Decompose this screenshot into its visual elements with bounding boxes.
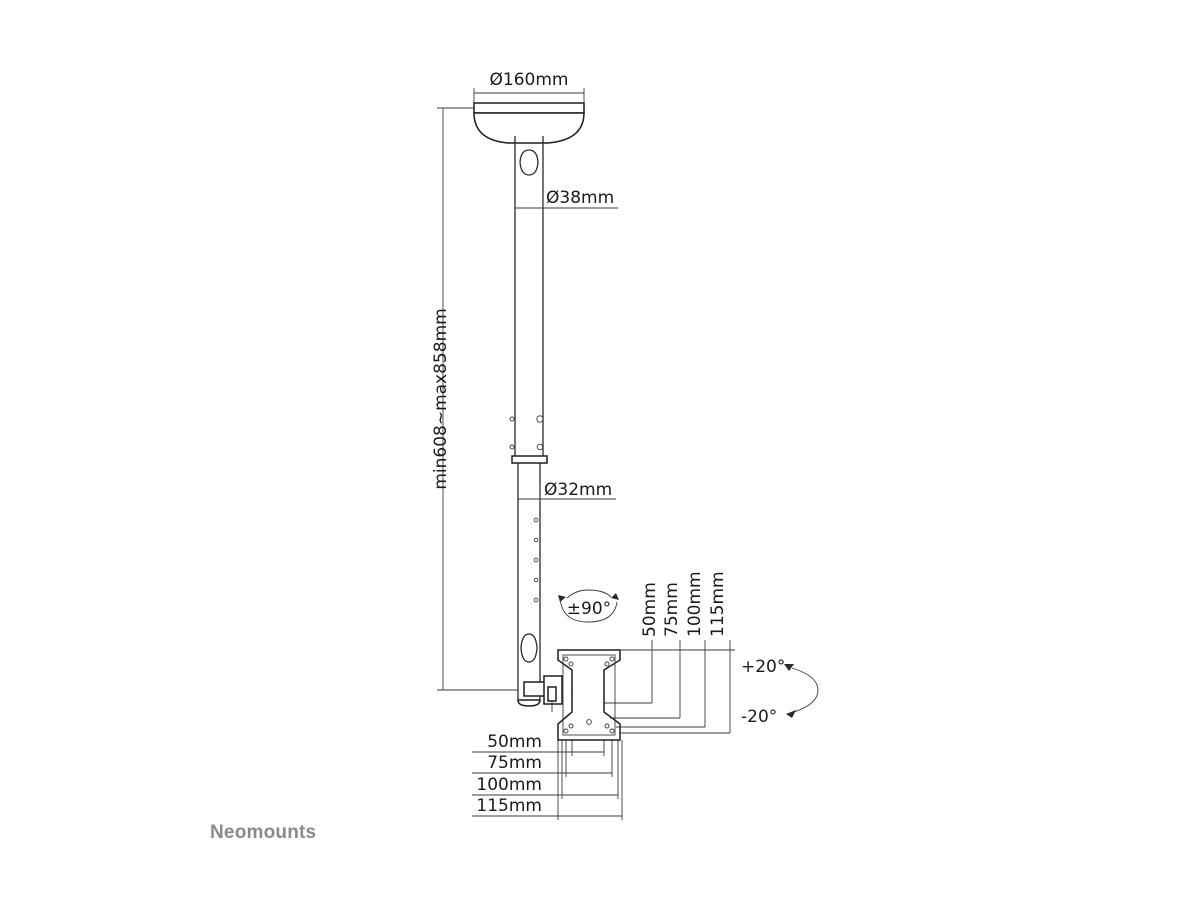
tilt-indicator: +20° -20° bbox=[741, 657, 819, 727]
vesa-horizontal-dimensions: 50mm 75mm 100mm 115mm bbox=[472, 732, 623, 820]
base-diameter-label: Ø160mm bbox=[490, 70, 569, 90]
height-range-label: min608~max858mm bbox=[431, 308, 451, 489]
swivel-label: ±90° bbox=[567, 599, 611, 619]
upper-tube-dimension: Ø38mm bbox=[515, 188, 618, 212]
lower-tube-label: Ø32mm bbox=[544, 480, 612, 500]
vesa-horizontal-100: 100mm bbox=[476, 775, 542, 795]
tilt-up-label: +20° bbox=[741, 657, 785, 677]
vesa-vertical-dimensions: 50mm 75mm 100mm 115mm bbox=[604, 571, 735, 734]
height-dimension: min608~max858mm bbox=[431, 107, 518, 691]
vesa-vertical-75: 75mm bbox=[662, 582, 682, 637]
vesa-vertical-115: 115mm bbox=[708, 571, 728, 637]
ceiling-base bbox=[473, 102, 585, 144]
brand-logo: Neomounts bbox=[210, 822, 316, 843]
vesa-horizontal-50: 50mm bbox=[487, 732, 542, 752]
lower-tube-dimension: Ø32mm bbox=[518, 480, 616, 503]
tilt-head bbox=[523, 649, 621, 741]
swivel-indicator: ±90° bbox=[558, 589, 619, 623]
vesa-vertical-50: 50mm bbox=[640, 582, 660, 637]
base-diameter-dimension: Ø160mm bbox=[473, 70, 585, 103]
tilt-down-label: -20° bbox=[741, 707, 777, 727]
vesa-horizontal-115: 115mm bbox=[476, 796, 542, 816]
lower-tube bbox=[517, 463, 541, 707]
upper-tube bbox=[509, 136, 548, 464]
vesa-horizontal-75: 75mm bbox=[487, 753, 542, 773]
upper-tube-label: Ø38mm bbox=[546, 188, 614, 208]
vesa-vertical-100: 100mm bbox=[685, 571, 705, 637]
